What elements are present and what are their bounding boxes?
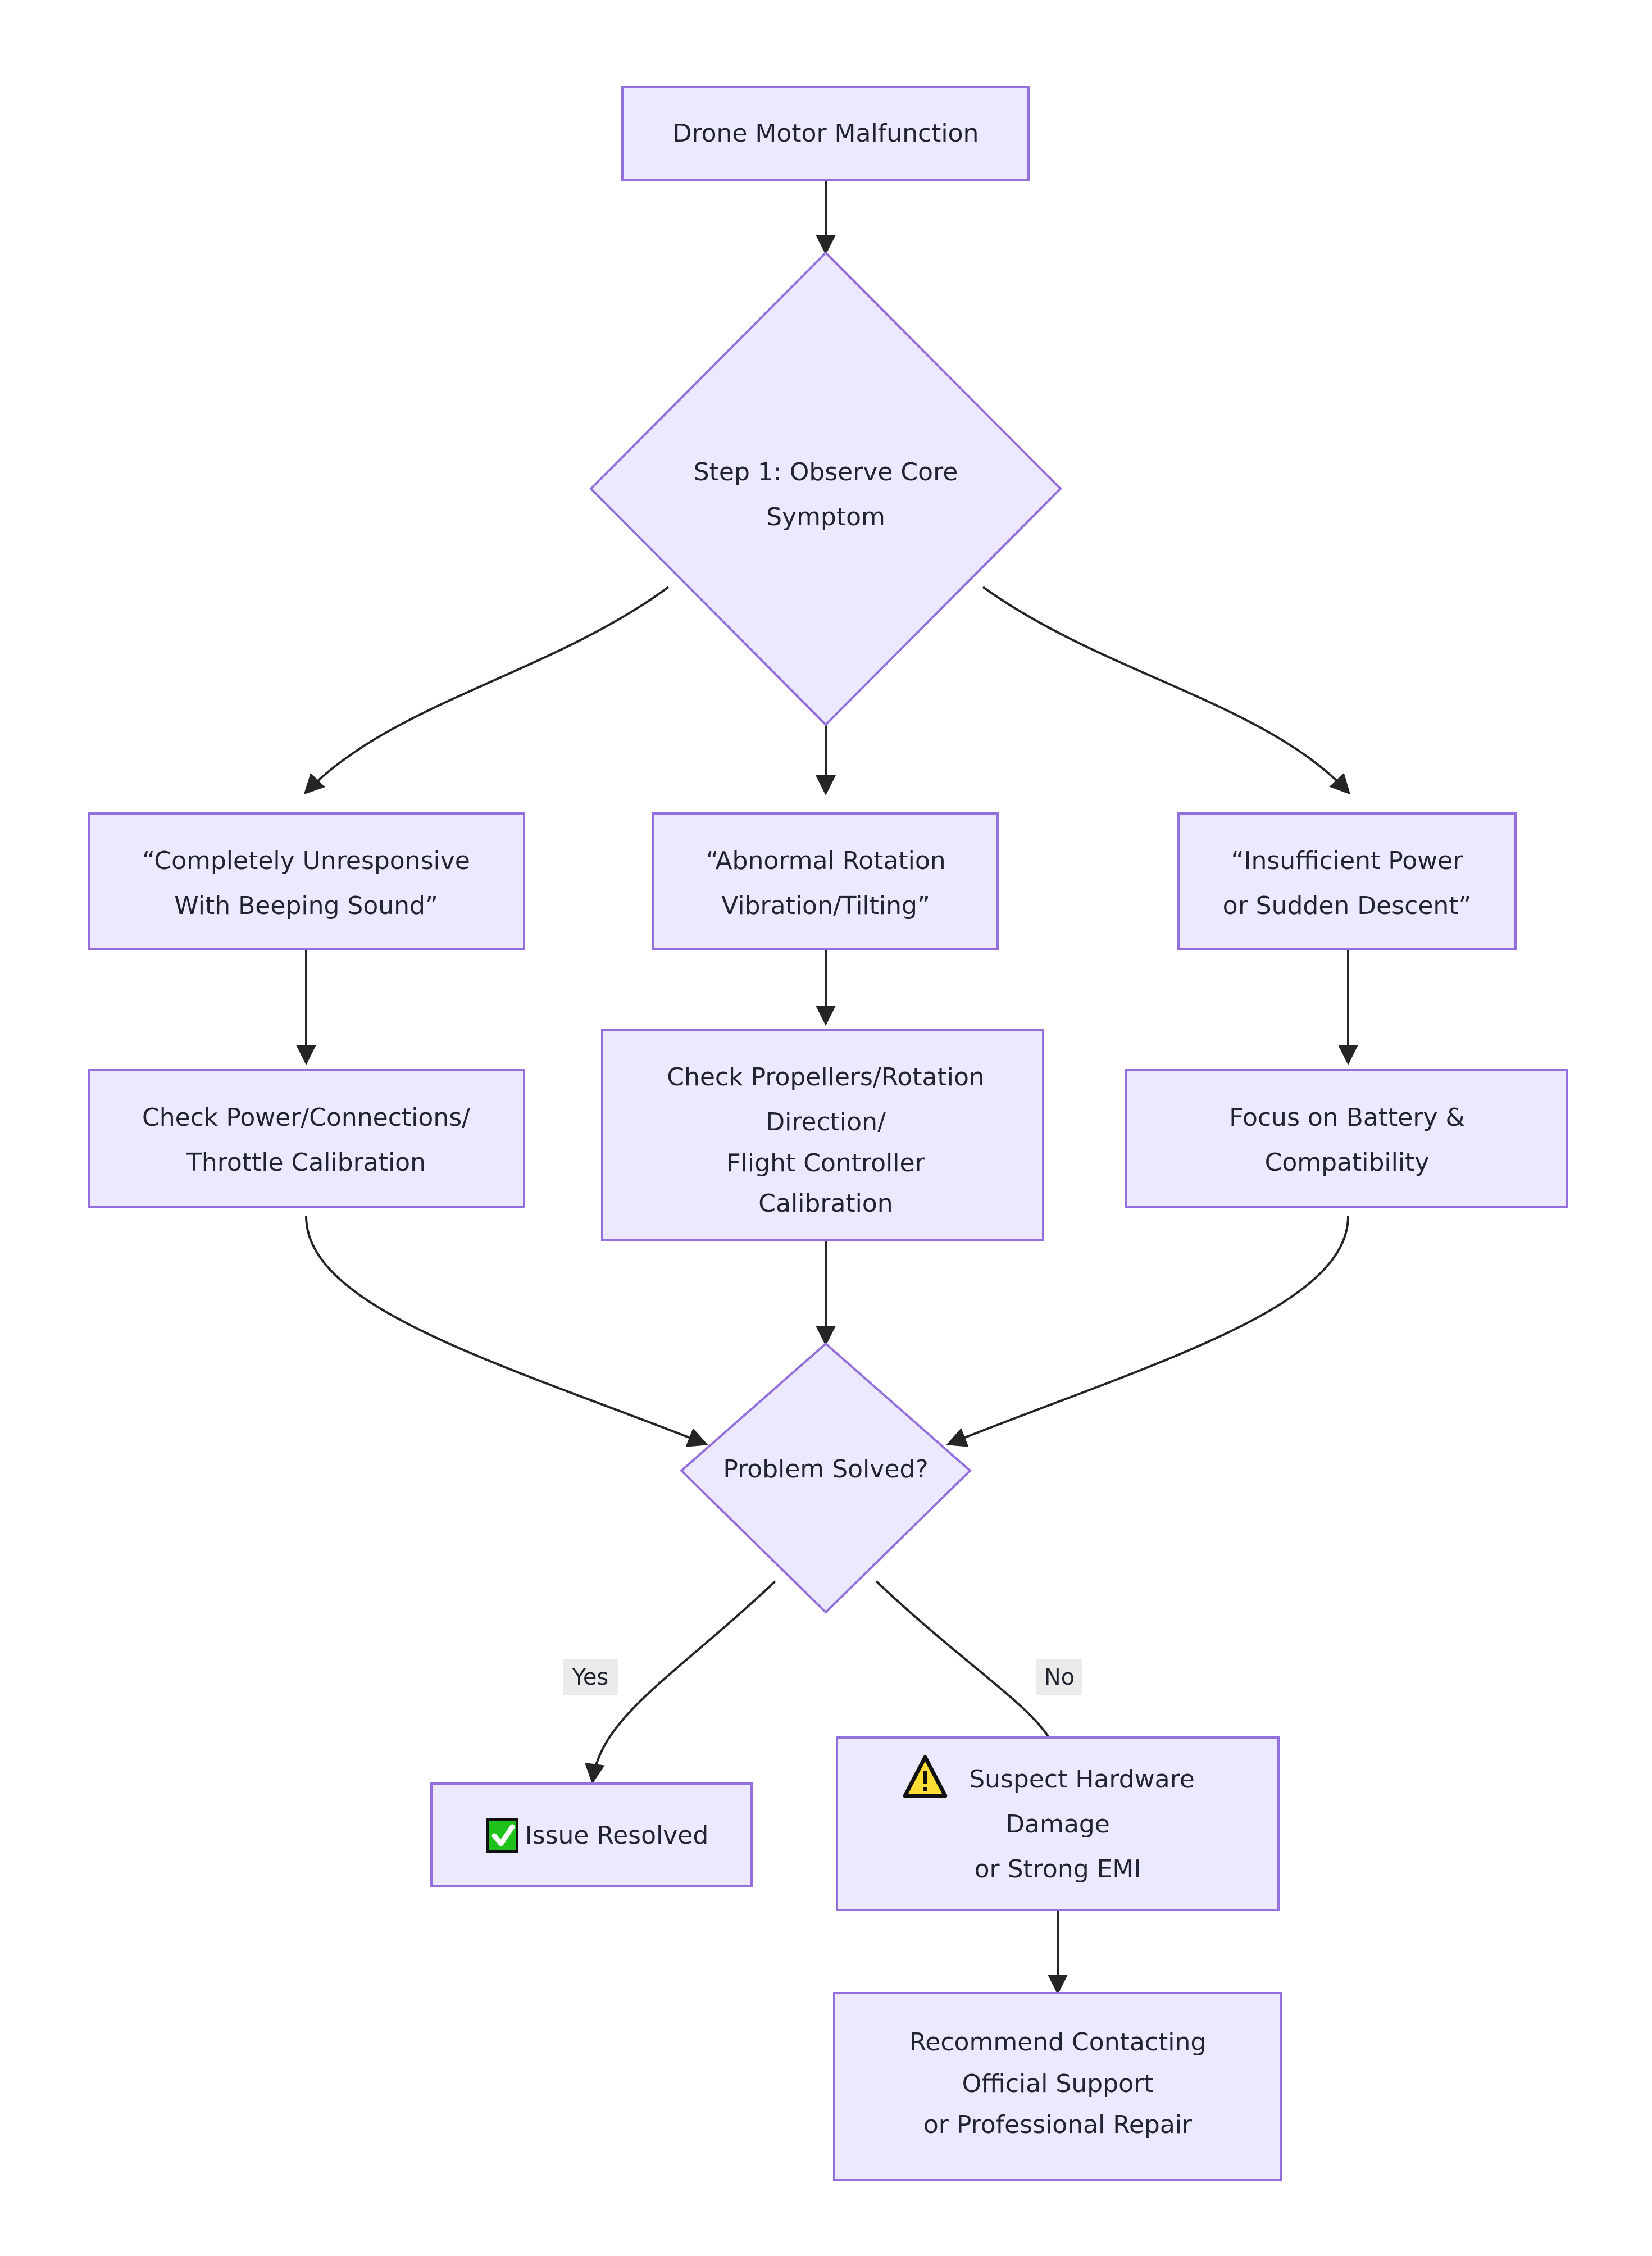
node-symptom-a[interactable]: “Completely Unresponsive With Beeping So… bbox=[88, 812, 525, 950]
node-hardware-shape[interactable] bbox=[836, 1736, 1280, 1911]
node-decision-shape[interactable] bbox=[680, 1342, 972, 1614]
edge-step1-to-symptom-a bbox=[303, 586, 670, 795]
node-support-shape[interactable] bbox=[833, 1992, 1282, 2181]
node-symptom-b-label-line1: “Abnormal Rotation bbox=[706, 847, 945, 875]
node-resolved[interactable]: Issue Resolved bbox=[430, 1782, 753, 1887]
edge-label-yes: Yes bbox=[563, 1659, 618, 1695]
node-action-b-label-line2: Direction/ bbox=[766, 1108, 886, 1136]
node-action-a-shape[interactable] bbox=[88, 1069, 525, 1208]
node-symptom-c-label-line1: “Insufficient Power bbox=[1231, 847, 1464, 875]
node-action-c[interactable]: Focus on Battery & Compatibility bbox=[1125, 1069, 1568, 1208]
node-start-shape[interactable] bbox=[621, 86, 1030, 181]
node-step1-label-line1: Step 1: Observe Core bbox=[694, 458, 958, 486]
node-symptom-a-label-line2: With Beeping Sound” bbox=[174, 892, 438, 920]
node-start[interactable]: Drone Motor Malfunction bbox=[621, 86, 1030, 181]
node-symptom-c-shape[interactable] bbox=[1177, 812, 1517, 950]
edge-action-c-to-decision bbox=[946, 1216, 1349, 1447]
node-step1[interactable]: Step 1: Observe Core Symptom bbox=[589, 251, 1062, 726]
edge-action-a-to-decision bbox=[305, 1216, 708, 1447]
node-decision[interactable]: Problem Solved? bbox=[680, 1342, 972, 1614]
edge-step1-to-symptom-c bbox=[982, 586, 1351, 795]
node-step1-shape[interactable] bbox=[589, 251, 1062, 726]
node-start-label: Drone Motor Malfunction bbox=[673, 119, 979, 148]
node-resolved-shape[interactable] bbox=[430, 1782, 753, 1887]
node-symptom-c[interactable]: “Insufficient Power or Sudden Descent” bbox=[1177, 812, 1517, 950]
node-symptom-a-label-line1: “Completely Unresponsive bbox=[142, 847, 470, 875]
node-action-b-shape[interactable] bbox=[601, 1029, 1044, 1241]
node-action-b-label-line4: Calibration bbox=[758, 1189, 893, 1218]
edge-label-no: No bbox=[1036, 1659, 1082, 1695]
node-symptom-b[interactable]: “Abnormal Rotation Vibration/Tilting” bbox=[652, 812, 999, 950]
node-support-label-line3: or Professional Repair bbox=[923, 2111, 1193, 2139]
edge-decision-yes-to-resolved bbox=[585, 1580, 776, 1784]
node-symptom-a-shape[interactable] bbox=[88, 812, 525, 950]
node-hardware[interactable]: Suspect Hardware Damage or Strong EMI bbox=[836, 1736, 1280, 1911]
node-symptom-c-label-line2: or Sudden Descent” bbox=[1223, 892, 1472, 920]
node-action-c-shape[interactable] bbox=[1125, 1069, 1568, 1208]
node-support-label-line2: Official Support bbox=[962, 2069, 1154, 2098]
node-action-b[interactable]: Check Propellers/Rotation Direction/ Fli… bbox=[601, 1029, 1044, 1241]
node-hardware-label-line1: Suspect Hardware bbox=[969, 1765, 1195, 1794]
node-action-a-label-line2: Throttle Calibration bbox=[186, 1148, 426, 1177]
edge-layer bbox=[296, 180, 1358, 1995]
node-resolved-label: Issue Resolved bbox=[525, 1821, 709, 1850]
node-symptom-b-label-line2: Vibration/Tilting” bbox=[721, 892, 930, 920]
node-symptom-b-shape[interactable] bbox=[652, 812, 999, 950]
node-hardware-label-line3: or Strong EMI bbox=[975, 1855, 1141, 1884]
node-step1-label-line2: Symptom bbox=[766, 503, 885, 531]
node-action-b-label-line3: Flight Controller bbox=[726, 1149, 925, 1177]
edge-label-yes-text: Yes bbox=[572, 1664, 609, 1690]
node-hardware-label-line2: Damage bbox=[1005, 1810, 1110, 1839]
node-support[interactable]: Recommend Contacting Official Support or… bbox=[833, 1992, 1282, 2181]
node-action-c-label-line1: Focus on Battery & bbox=[1229, 1103, 1465, 1132]
edge-decision-no-to-hardware bbox=[875, 1580, 1065, 1762]
node-action-c-label-line2: Compatibility bbox=[1265, 1148, 1430, 1177]
warning-triangle-icon bbox=[903, 1755, 948, 1798]
node-action-b-label-line1: Check Propellers/Rotation bbox=[667, 1063, 985, 1091]
edge-label-no-text: No bbox=[1044, 1664, 1075, 1690]
white-heavy-check-mark-icon bbox=[486, 1818, 518, 1853]
node-action-a-label-line1: Check Power/Connections/ bbox=[142, 1103, 470, 1132]
node-action-a[interactable]: Check Power/Connections/ Throttle Calibr… bbox=[88, 1069, 525, 1208]
node-decision-label: Problem Solved? bbox=[723, 1455, 928, 1484]
node-support-label-line1: Recommend Contacting bbox=[909, 2028, 1207, 2057]
